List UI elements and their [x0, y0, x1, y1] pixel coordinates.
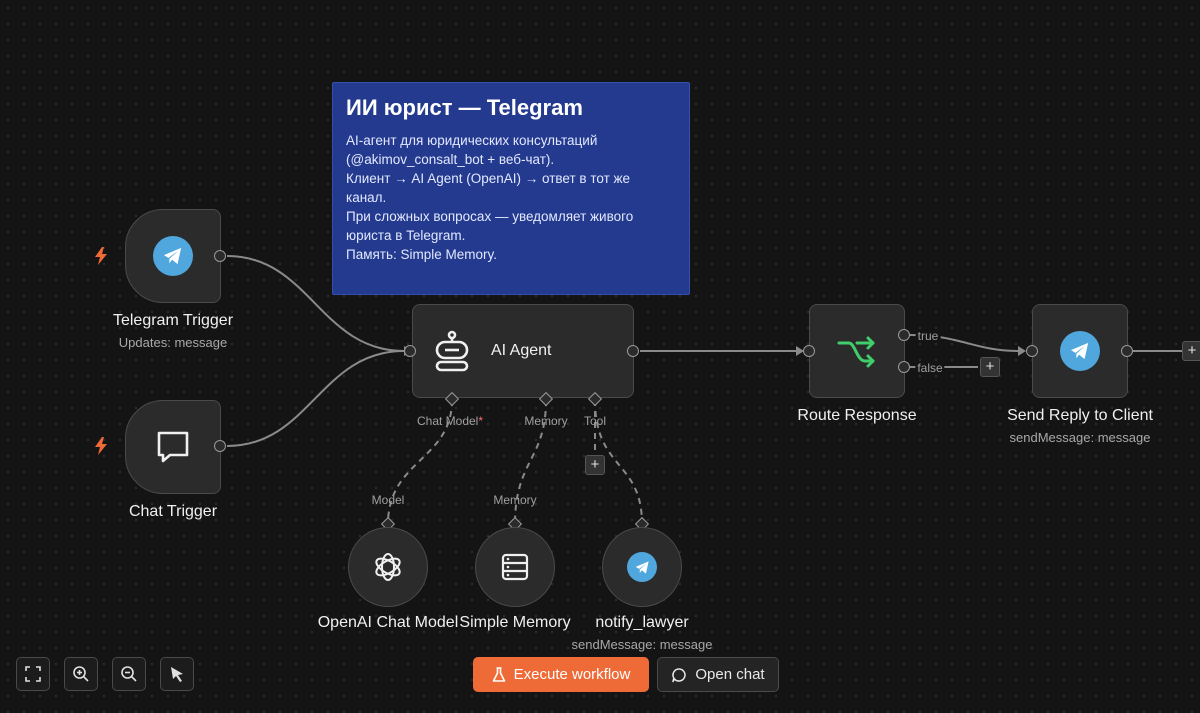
route-true-label: true — [915, 329, 941, 343]
zoom-in-button[interactable] — [64, 657, 98, 691]
notify-lawyer-label: notify_lawyer — [595, 614, 689, 631]
trigger-bolt-icon — [95, 247, 107, 265]
telegram-trigger-output-handle[interactable] — [214, 250, 226, 262]
sticky-note-line: Память: Simple Memory. — [346, 247, 498, 262]
openai-chat-model-label: OpenAI Chat Model — [317, 614, 459, 631]
ai-agent-label: AI Agent — [491, 342, 552, 359]
zoom-in-icon — [73, 666, 89, 682]
robot-icon — [435, 330, 469, 372]
openai-chat-model-node[interactable] — [348, 527, 428, 607]
route-response-input-handle[interactable] — [803, 345, 815, 357]
zoom-out-icon — [121, 666, 137, 682]
zoom-out-button[interactable] — [112, 657, 146, 691]
route-true-output-handle[interactable] — [898, 329, 910, 341]
telegram-icon — [1060, 331, 1100, 371]
fit-view-button[interactable] — [16, 657, 50, 691]
send-reply-node[interactable] — [1032, 304, 1128, 398]
fit-view-icon — [25, 666, 41, 682]
chat-trigger-node[interactable] — [125, 400, 221, 494]
tool-port-label: Tool — [583, 414, 607, 428]
openai-icon — [375, 553, 401, 581]
simple-memory-label: Simple Memory — [459, 614, 571, 631]
ai-agent-node[interactable]: AI Agent — [412, 304, 634, 398]
route-false-label: false — [915, 361, 945, 375]
flask-icon — [492, 666, 505, 682]
sticky-note-line: юриста в Telegram. — [346, 228, 466, 243]
add-next-node-button[interactable]: + — [1182, 341, 1200, 361]
ai-agent-output-handle[interactable] — [627, 345, 639, 357]
execute-workflow-button[interactable]: Execute workflow — [473, 657, 649, 692]
send-reply-subtitle: sendMessage: message — [1009, 430, 1151, 445]
chat-trigger-output-handle[interactable] — [214, 440, 226, 452]
telegram-trigger-label: Telegram Trigger — [112, 312, 234, 329]
sticky-note-line: AI-агент для юридических консультаций — [346, 133, 598, 148]
tidy-up-button[interactable] — [160, 657, 194, 691]
memory-output-port-label: Memory — [493, 493, 537, 507]
simple-memory-node[interactable] — [475, 527, 555, 607]
open-chat-button[interactable]: Open chat — [657, 657, 779, 692]
chat-bubble-icon — [157, 431, 189, 463]
model-port-label: Model — [371, 493, 405, 507]
send-reply-output-handle[interactable] — [1121, 345, 1133, 357]
sticky-note[interactable]: ИИ юрист — Telegram AI-агент для юридиче… — [332, 82, 690, 295]
route-false-output-handle[interactable] — [898, 361, 910, 373]
database-icon — [501, 553, 529, 581]
chat-trigger-label: Chat Trigger — [128, 503, 218, 520]
switch-icon — [837, 336, 875, 368]
route-response-label: Route Response — [797, 407, 917, 424]
sticky-note-line: канал. — [346, 190, 387, 205]
add-false-branch-button[interactable]: + — [980, 357, 1000, 377]
ai-agent-input-handle[interactable] — [404, 345, 416, 357]
sticky-note-line: Клиент → AI Agent (OpenAI) → ответ в тот… — [346, 171, 631, 186]
route-response-node[interactable] — [809, 304, 905, 398]
sticky-note-line: (@akimov_consalt_bot + веб-чат). — [346, 152, 555, 167]
send-reply-label: Send Reply to Client — [1007, 407, 1153, 424]
add-tool-button[interactable]: + — [585, 455, 605, 475]
notify-lawyer-subtitle: sendMessage: message — [571, 637, 713, 652]
telegram-trigger-node[interactable] — [125, 209, 221, 303]
telegram-icon — [153, 236, 193, 276]
sticky-note-title: ИИ юрист — Telegram — [346, 95, 583, 120]
execute-workflow-label: Execute workflow — [513, 666, 631, 683]
notify-lawyer-node[interactable] — [602, 527, 682, 607]
open-chat-label: Open chat — [695, 666, 765, 683]
chat-model-port-label: Chat Model* — [416, 414, 484, 428]
trigger-bolt-icon — [95, 437, 107, 455]
telegram-icon — [627, 552, 657, 582]
chat-icon — [672, 667, 687, 682]
sticky-note-line: При сложных вопросах — уведомляет живого — [346, 209, 634, 224]
wand-icon — [171, 667, 183, 682]
memory-port-label: Memory — [524, 414, 568, 428]
edge-chat-to-agent — [226, 350, 405, 447]
send-reply-input-handle[interactable] — [1026, 345, 1038, 357]
telegram-trigger-subtitle: Updates: message — [118, 335, 228, 350]
